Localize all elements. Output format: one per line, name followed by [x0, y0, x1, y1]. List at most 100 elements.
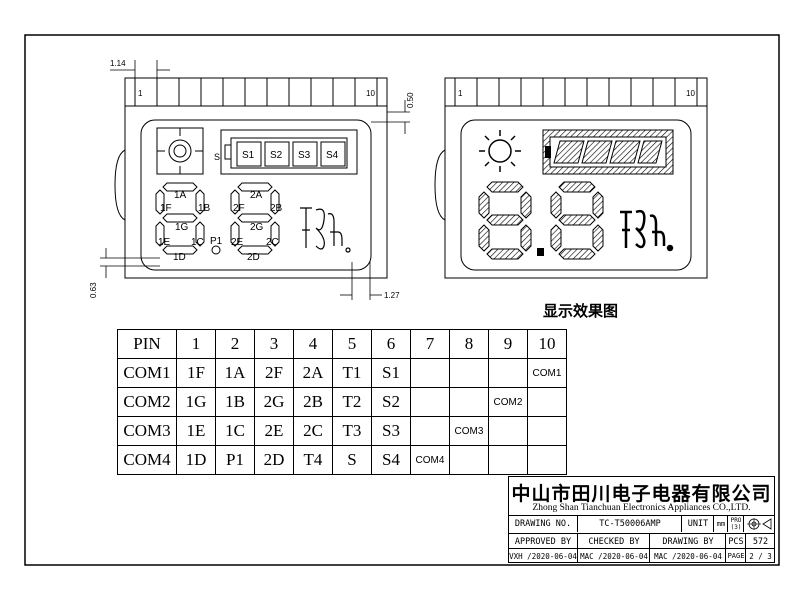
table-header-cell: 2	[215, 329, 255, 359]
table-cell: 2F	[254, 358, 294, 388]
battery-segment-s1: S1	[242, 150, 255, 161]
segment-2e: 2E	[231, 237, 244, 248]
table-cell: 2A	[293, 358, 333, 388]
right-glass-body	[444, 105, 708, 279]
table-cell: 2C	[293, 416, 333, 446]
table-row: COM3 1E 1C 2E 2C T3 S3 COM3	[117, 416, 567, 446]
table-cell: 2B	[293, 387, 333, 417]
decimal-point-p1	[211, 245, 221, 255]
checked-by-label: CHECKED BY	[577, 534, 650, 549]
right-viewing-area	[460, 119, 692, 271]
table-header-cell: 6	[371, 329, 411, 359]
table-cell: 2G	[254, 387, 294, 417]
drawing-no-row: DRAWING NO. TC-T50006AMP UNIT mm PRO (3)	[509, 515, 774, 532]
table-cell: 1D	[176, 445, 216, 475]
table-cell: COM2	[488, 387, 528, 417]
battery-segment-s4: S4	[326, 150, 339, 161]
table-cell: COM4	[410, 445, 450, 475]
decimal-point-label: P1	[210, 236, 223, 247]
sun-label: S	[214, 152, 220, 162]
battery-segment-boxes	[236, 141, 346, 167]
table-cell	[488, 358, 528, 388]
pin-table: PIN 1 2 3 4 5 6 7 8 9 10 COM1 1F 1A 2F 2…	[117, 329, 567, 475]
segment-1d: 1D	[173, 252, 186, 263]
page-label: PAGE	[725, 549, 746, 563]
page-value: 2 / 3	[745, 549, 775, 563]
left-pin-first-label: 1	[138, 89, 143, 98]
table-cell: T2	[332, 387, 372, 417]
projection-label: PRO (3)	[727, 516, 744, 532]
table-cell: 1G	[176, 387, 216, 417]
segment-1c: 1C	[191, 237, 204, 248]
digit-2-segments	[230, 182, 280, 255]
table-header-cell: 8	[449, 329, 489, 359]
company-name-en: Zhong Shan Tianchuan Electronics Applian…	[532, 503, 751, 513]
table-row: COM2 1G 1B 2G 2B T2 S2 COM2	[117, 387, 567, 417]
table-header-cell: 9	[488, 329, 528, 359]
table-cell: P1	[215, 445, 255, 475]
left-pin-comb	[124, 77, 388, 107]
table-cell: 2D	[254, 445, 294, 475]
left-glass-body	[124, 105, 388, 279]
battery-lit-icon	[542, 129, 674, 175]
big-digit-1	[478, 181, 532, 260]
table-header-cell: 3	[254, 329, 294, 359]
table-cell: COM3	[117, 416, 177, 446]
approval-value-row: VXH /2020-06-04 MAC /2020-06-04 MAC /202…	[509, 548, 774, 563]
table-header-cell: 10	[527, 329, 567, 359]
segment-1a: 1A	[174, 190, 187, 201]
table-cell: 1B	[215, 387, 255, 417]
table-cell	[527, 416, 567, 446]
unit-glyph-outline	[300, 207, 351, 253]
unit-glyph-lit	[620, 209, 674, 252]
dimension-0-50: 0.50	[406, 92, 415, 108]
table-cell: 1C	[215, 416, 255, 446]
table-cell: COM4	[117, 445, 177, 475]
table-cell: COM1	[527, 358, 567, 388]
table-cell	[410, 416, 450, 446]
drawing-by-label: DRAWING BY	[649, 534, 726, 549]
unit-value: mm	[713, 516, 728, 532]
table-header-cell: PIN	[117, 329, 177, 359]
dimension-0-63: 0.63	[89, 282, 98, 298]
dimension-1-27: 1.27	[384, 291, 400, 300]
table-header-cell: 4	[293, 329, 333, 359]
dimension-lines	[100, 60, 410, 300]
company-name: 中山市田川电子电器有限公司	[511, 484, 772, 505]
table-header-cell: 5	[332, 329, 372, 359]
title-block: 中山市田川电子电器有限公司 Zhong Shan Tianchuan Elect…	[508, 476, 775, 563]
battery-icon	[220, 129, 358, 175]
unit-label: UNIT	[681, 516, 714, 532]
table-cell: S1	[371, 358, 411, 388]
table-cell: S2	[371, 387, 411, 417]
table-cell: S	[332, 445, 372, 475]
table-cell	[449, 387, 489, 417]
table-cell	[449, 358, 489, 388]
table-cell	[449, 445, 489, 475]
table-cell: COM1	[117, 358, 177, 388]
battery-segment-s2: S2	[270, 150, 283, 161]
pcs-value: 572	[745, 534, 775, 549]
big-digit-2	[550, 181, 604, 260]
battery-segment-s3: S3	[298, 150, 311, 161]
table-cell: COM2	[117, 387, 177, 417]
sun-lit-icon	[479, 130, 521, 172]
table-cell	[527, 445, 567, 475]
table-row: COM1 1F 1A 2F 2A T1 S1 COM1	[117, 358, 567, 388]
left-pin-last-label: 10	[366, 89, 375, 98]
table-cell: 1F	[176, 358, 216, 388]
table-cell: 1E	[176, 416, 216, 446]
segment-2b: 2B	[270, 203, 283, 214]
big-decimal-point	[537, 248, 544, 256]
display-effect-caption: 显示效果图	[543, 302, 618, 320]
table-header-row: PIN 1 2 3 4 5 6 7 8 9 10	[117, 329, 567, 359]
table-cell	[488, 416, 528, 446]
approval-label-row: APPROVED BY CHECKED BY DRAWING BY PCS 57…	[509, 533, 774, 549]
table-cell	[410, 387, 450, 417]
drawing-by-value: MAC /2020-06-04	[649, 549, 726, 563]
table-cell: S4	[371, 445, 411, 475]
drawing-border	[24, 34, 780, 566]
approved-by-value: VXH /2020-06-04	[509, 551, 577, 561]
table-cell	[527, 387, 567, 417]
dimension-1-14: 1.14	[110, 59, 126, 68]
